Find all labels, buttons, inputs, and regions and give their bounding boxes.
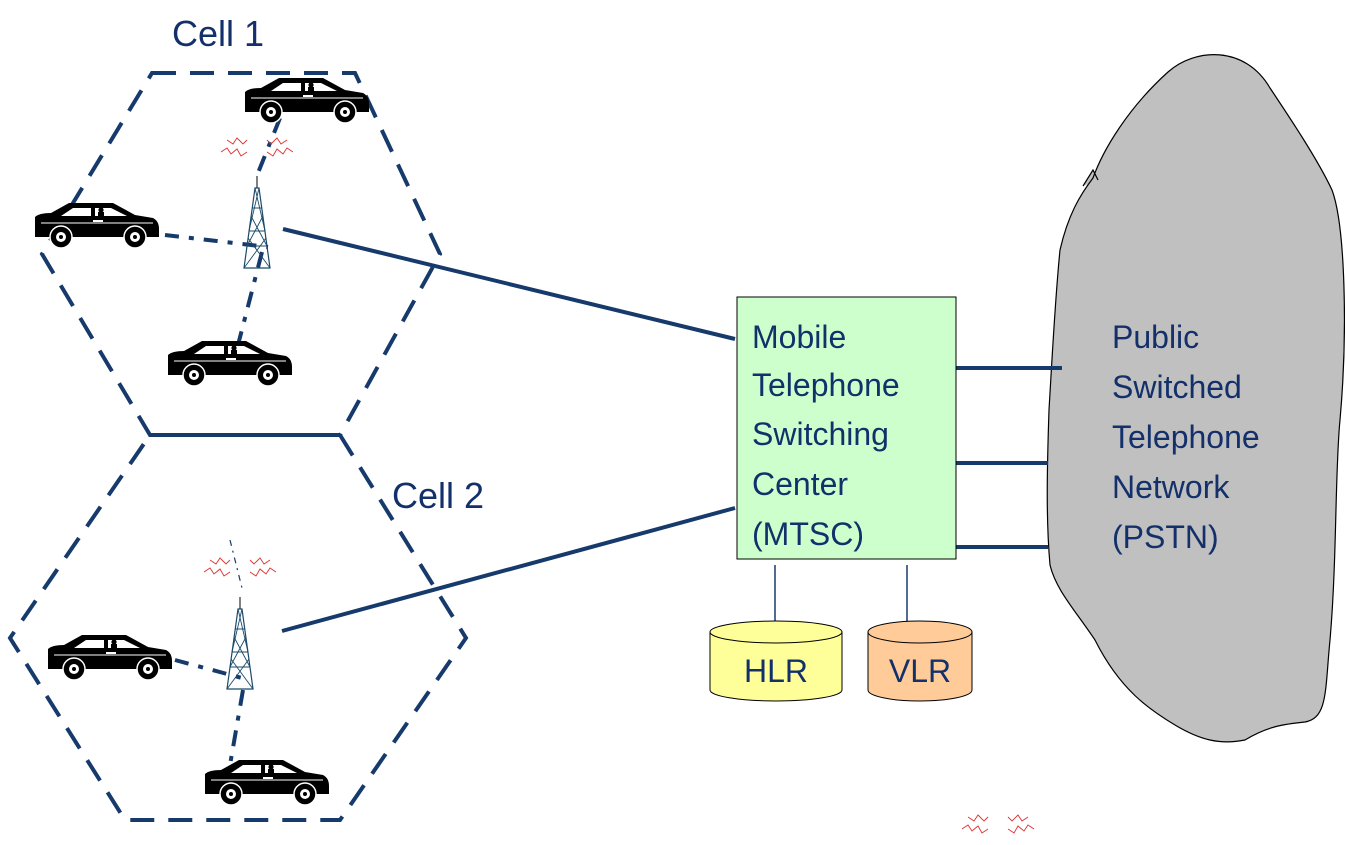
car-icon xyxy=(47,634,173,681)
car-icon xyxy=(167,340,293,387)
cell-2-to-mtsc-link xyxy=(281,506,736,633)
cell-2-tower-icon xyxy=(226,596,254,690)
cell-1-to-mtsc-link xyxy=(282,227,736,341)
car-icon xyxy=(244,77,370,124)
cell-1-tower-icon xyxy=(243,175,271,269)
cell-2-hexagon xyxy=(7,433,469,822)
mtsc-box xyxy=(736,296,957,560)
radio-link xyxy=(236,251,264,346)
radio-link xyxy=(229,539,243,589)
mtsc-label: Mobile Telephone Switching Center (MTSC) xyxy=(752,319,909,552)
pstn-label: Public Switched Telephone Network (PSTN) xyxy=(1112,319,1269,555)
radio-link xyxy=(174,658,243,680)
cell-2-label: Cell 2 xyxy=(392,475,484,516)
cell-1-signal-icon xyxy=(220,137,294,157)
car-icon xyxy=(34,202,160,249)
pstn-cloud xyxy=(1046,54,1345,743)
radio-link xyxy=(254,117,282,179)
hlr-label: HLR xyxy=(744,653,808,689)
car-icon xyxy=(204,759,330,806)
vlr-database-icon: VLR xyxy=(867,620,973,702)
stray-signal-icon xyxy=(961,814,1035,834)
cell-2-signal-icon xyxy=(203,557,277,577)
radio-link xyxy=(164,233,269,249)
radio-link xyxy=(228,689,245,766)
cell-1-label: Cell 1 xyxy=(172,13,264,54)
hlr-database-icon: HLR xyxy=(709,620,843,702)
vlr-label: VLR xyxy=(889,653,951,689)
